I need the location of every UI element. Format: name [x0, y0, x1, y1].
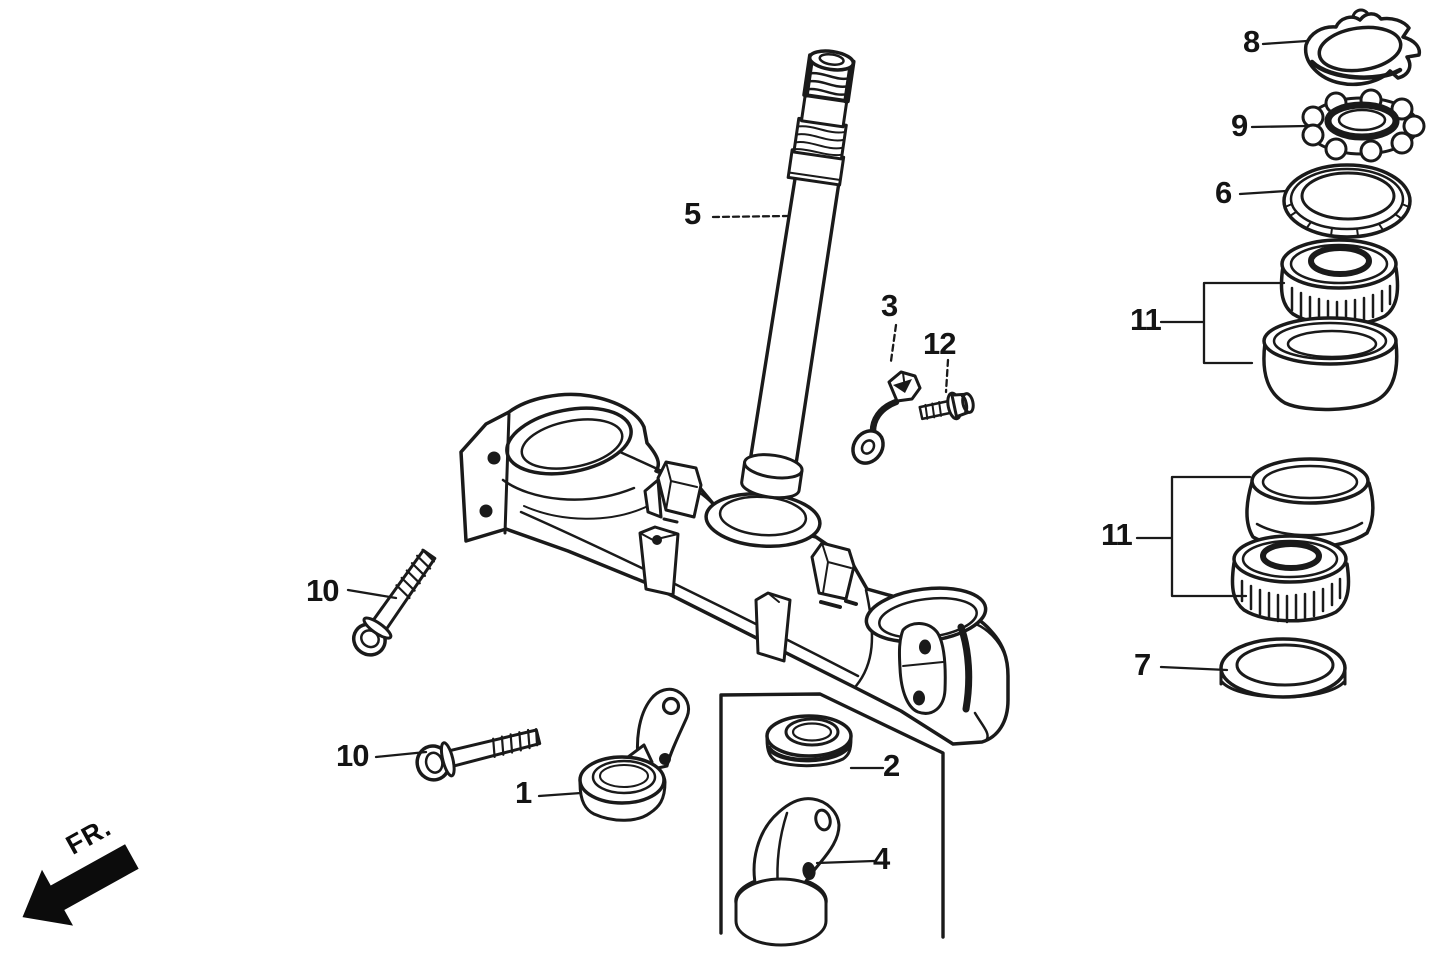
handlebar-lug	[656, 460, 703, 519]
stopper-bracket-drawing	[734, 797, 841, 947]
callout-5: 5	[684, 196, 701, 231]
lock-washer-drawing	[1304, 8, 1422, 87]
steering-stem-drawing	[740, 49, 856, 500]
callout-4: 4	[873, 841, 890, 876]
cable-guide-drawing	[851, 370, 922, 465]
callout-8: 8	[1243, 24, 1260, 59]
grommet-drawing	[765, 714, 853, 768]
pinch-bolt-upper-drawing	[351, 548, 437, 657]
lower-triple-clamp-drawing	[459, 392, 1010, 746]
upper-race-cup-drawing	[1262, 316, 1399, 412]
callout-9: 9	[1231, 108, 1248, 143]
upper-bearing-drawing	[1279, 238, 1400, 329]
stem-collar-drawing	[578, 687, 691, 822]
handlebar-lug	[810, 541, 856, 601]
callout-12: 12	[923, 326, 956, 361]
callout-2: 2	[883, 748, 900, 783]
callout-10-upper: 10	[306, 573, 339, 608]
callout-11-lower: 11	[1101, 517, 1133, 552]
pinch-slit	[957, 623, 973, 713]
callout-3: 3	[881, 288, 898, 323]
callout-10-lower: 10	[336, 738, 369, 773]
inset-panel-outline	[719, 692, 945, 939]
callout-7: 7	[1134, 647, 1151, 682]
leader-lines	[346, 39, 1309, 865]
callout-11-upper: 11	[1130, 302, 1162, 337]
pinch-bolt-lower-drawing	[415, 727, 542, 782]
lower-bearing-drawing	[1230, 534, 1351, 624]
callout-6: 6	[1215, 175, 1232, 210]
top-thread-race-drawing	[1282, 163, 1412, 239]
flange-hole	[487, 451, 501, 465]
callout-1: 1	[515, 775, 532, 810]
fr-direction-arrow-icon	[22, 844, 139, 926]
flange-hole	[479, 504, 493, 518]
flange-bolt-drawing	[918, 391, 975, 421]
lower-race-cup-drawing	[1245, 457, 1375, 550]
dust-seal-drawing	[1219, 637, 1347, 699]
adjusting-nut-drawing	[1301, 88, 1426, 163]
